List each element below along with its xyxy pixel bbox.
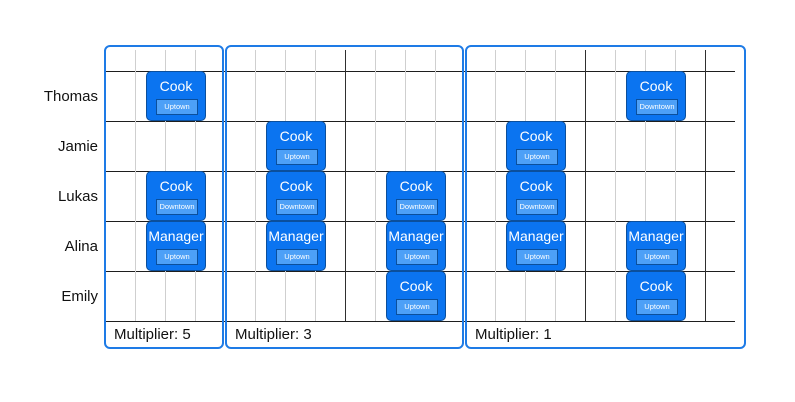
column-gridline bbox=[705, 50, 706, 321]
row-divider bbox=[105, 121, 735, 122]
shift-role: Cook bbox=[519, 128, 553, 144]
shift-location-badge: Uptown bbox=[396, 249, 438, 265]
column-gridline bbox=[585, 50, 586, 321]
column-gridline bbox=[645, 50, 646, 321]
shift-location-badge: Uptown bbox=[156, 249, 198, 265]
employee-name: Emily bbox=[61, 288, 98, 305]
shift-role: Manager bbox=[148, 228, 204, 244]
shift-role: Cook bbox=[399, 278, 433, 294]
shift-role: Cook bbox=[279, 178, 313, 194]
shift-location-badge: Downtown bbox=[156, 199, 198, 215]
shift-role: Cook bbox=[639, 278, 673, 294]
multiplier-label: Multiplier: 1 bbox=[475, 326, 552, 343]
shift-role: Cook bbox=[519, 178, 553, 194]
shift-location-badge: Uptown bbox=[516, 249, 558, 265]
shift-role: Cook bbox=[159, 178, 193, 194]
row-divider bbox=[105, 321, 735, 322]
shift-role: Manager bbox=[388, 228, 444, 244]
shift-role: Manager bbox=[508, 228, 564, 244]
column-gridline bbox=[375, 50, 376, 321]
column-gridline bbox=[345, 50, 346, 321]
row-divider bbox=[105, 71, 735, 72]
shift-location-badge: Uptown bbox=[396, 299, 438, 315]
shift-role: Cook bbox=[639, 78, 673, 94]
column-gridline bbox=[615, 50, 616, 321]
shift-location-badge: Downtown bbox=[516, 199, 558, 215]
employee-name: Alina bbox=[64, 238, 98, 255]
shift-location-badge: Uptown bbox=[276, 249, 318, 265]
column-gridline bbox=[495, 50, 496, 321]
multiplier-label: Multiplier: 5 bbox=[114, 326, 191, 343]
shift-location-badge: Uptown bbox=[516, 149, 558, 165]
column-gridline bbox=[225, 50, 226, 321]
shift-location-badge: Uptown bbox=[276, 149, 318, 165]
shift-location-badge: Uptown bbox=[156, 99, 198, 115]
employee-name: Jamie bbox=[57, 138, 98, 155]
shift-location-badge: Uptown bbox=[636, 249, 678, 265]
multiplier-label: Multiplier: 3 bbox=[235, 326, 312, 343]
shift-location-badge: Downtown bbox=[636, 99, 678, 115]
shift-role: Manager bbox=[268, 228, 324, 244]
column-gridline bbox=[465, 50, 466, 321]
shift-location-badge: Downtown bbox=[396, 199, 438, 215]
employee-name: Lukas bbox=[57, 188, 98, 205]
employee-name: Thomas bbox=[43, 88, 98, 105]
shift-location-badge: Downtown bbox=[276, 199, 318, 215]
column-gridline bbox=[255, 50, 256, 321]
column-gridline bbox=[135, 50, 136, 321]
shift-location-badge: Uptown bbox=[636, 299, 678, 315]
shift-role: Cook bbox=[399, 178, 433, 194]
shift-role: Manager bbox=[628, 228, 684, 244]
column-gridline bbox=[675, 50, 676, 321]
shift-role: Cook bbox=[279, 128, 313, 144]
shift-role: Cook bbox=[159, 78, 193, 94]
